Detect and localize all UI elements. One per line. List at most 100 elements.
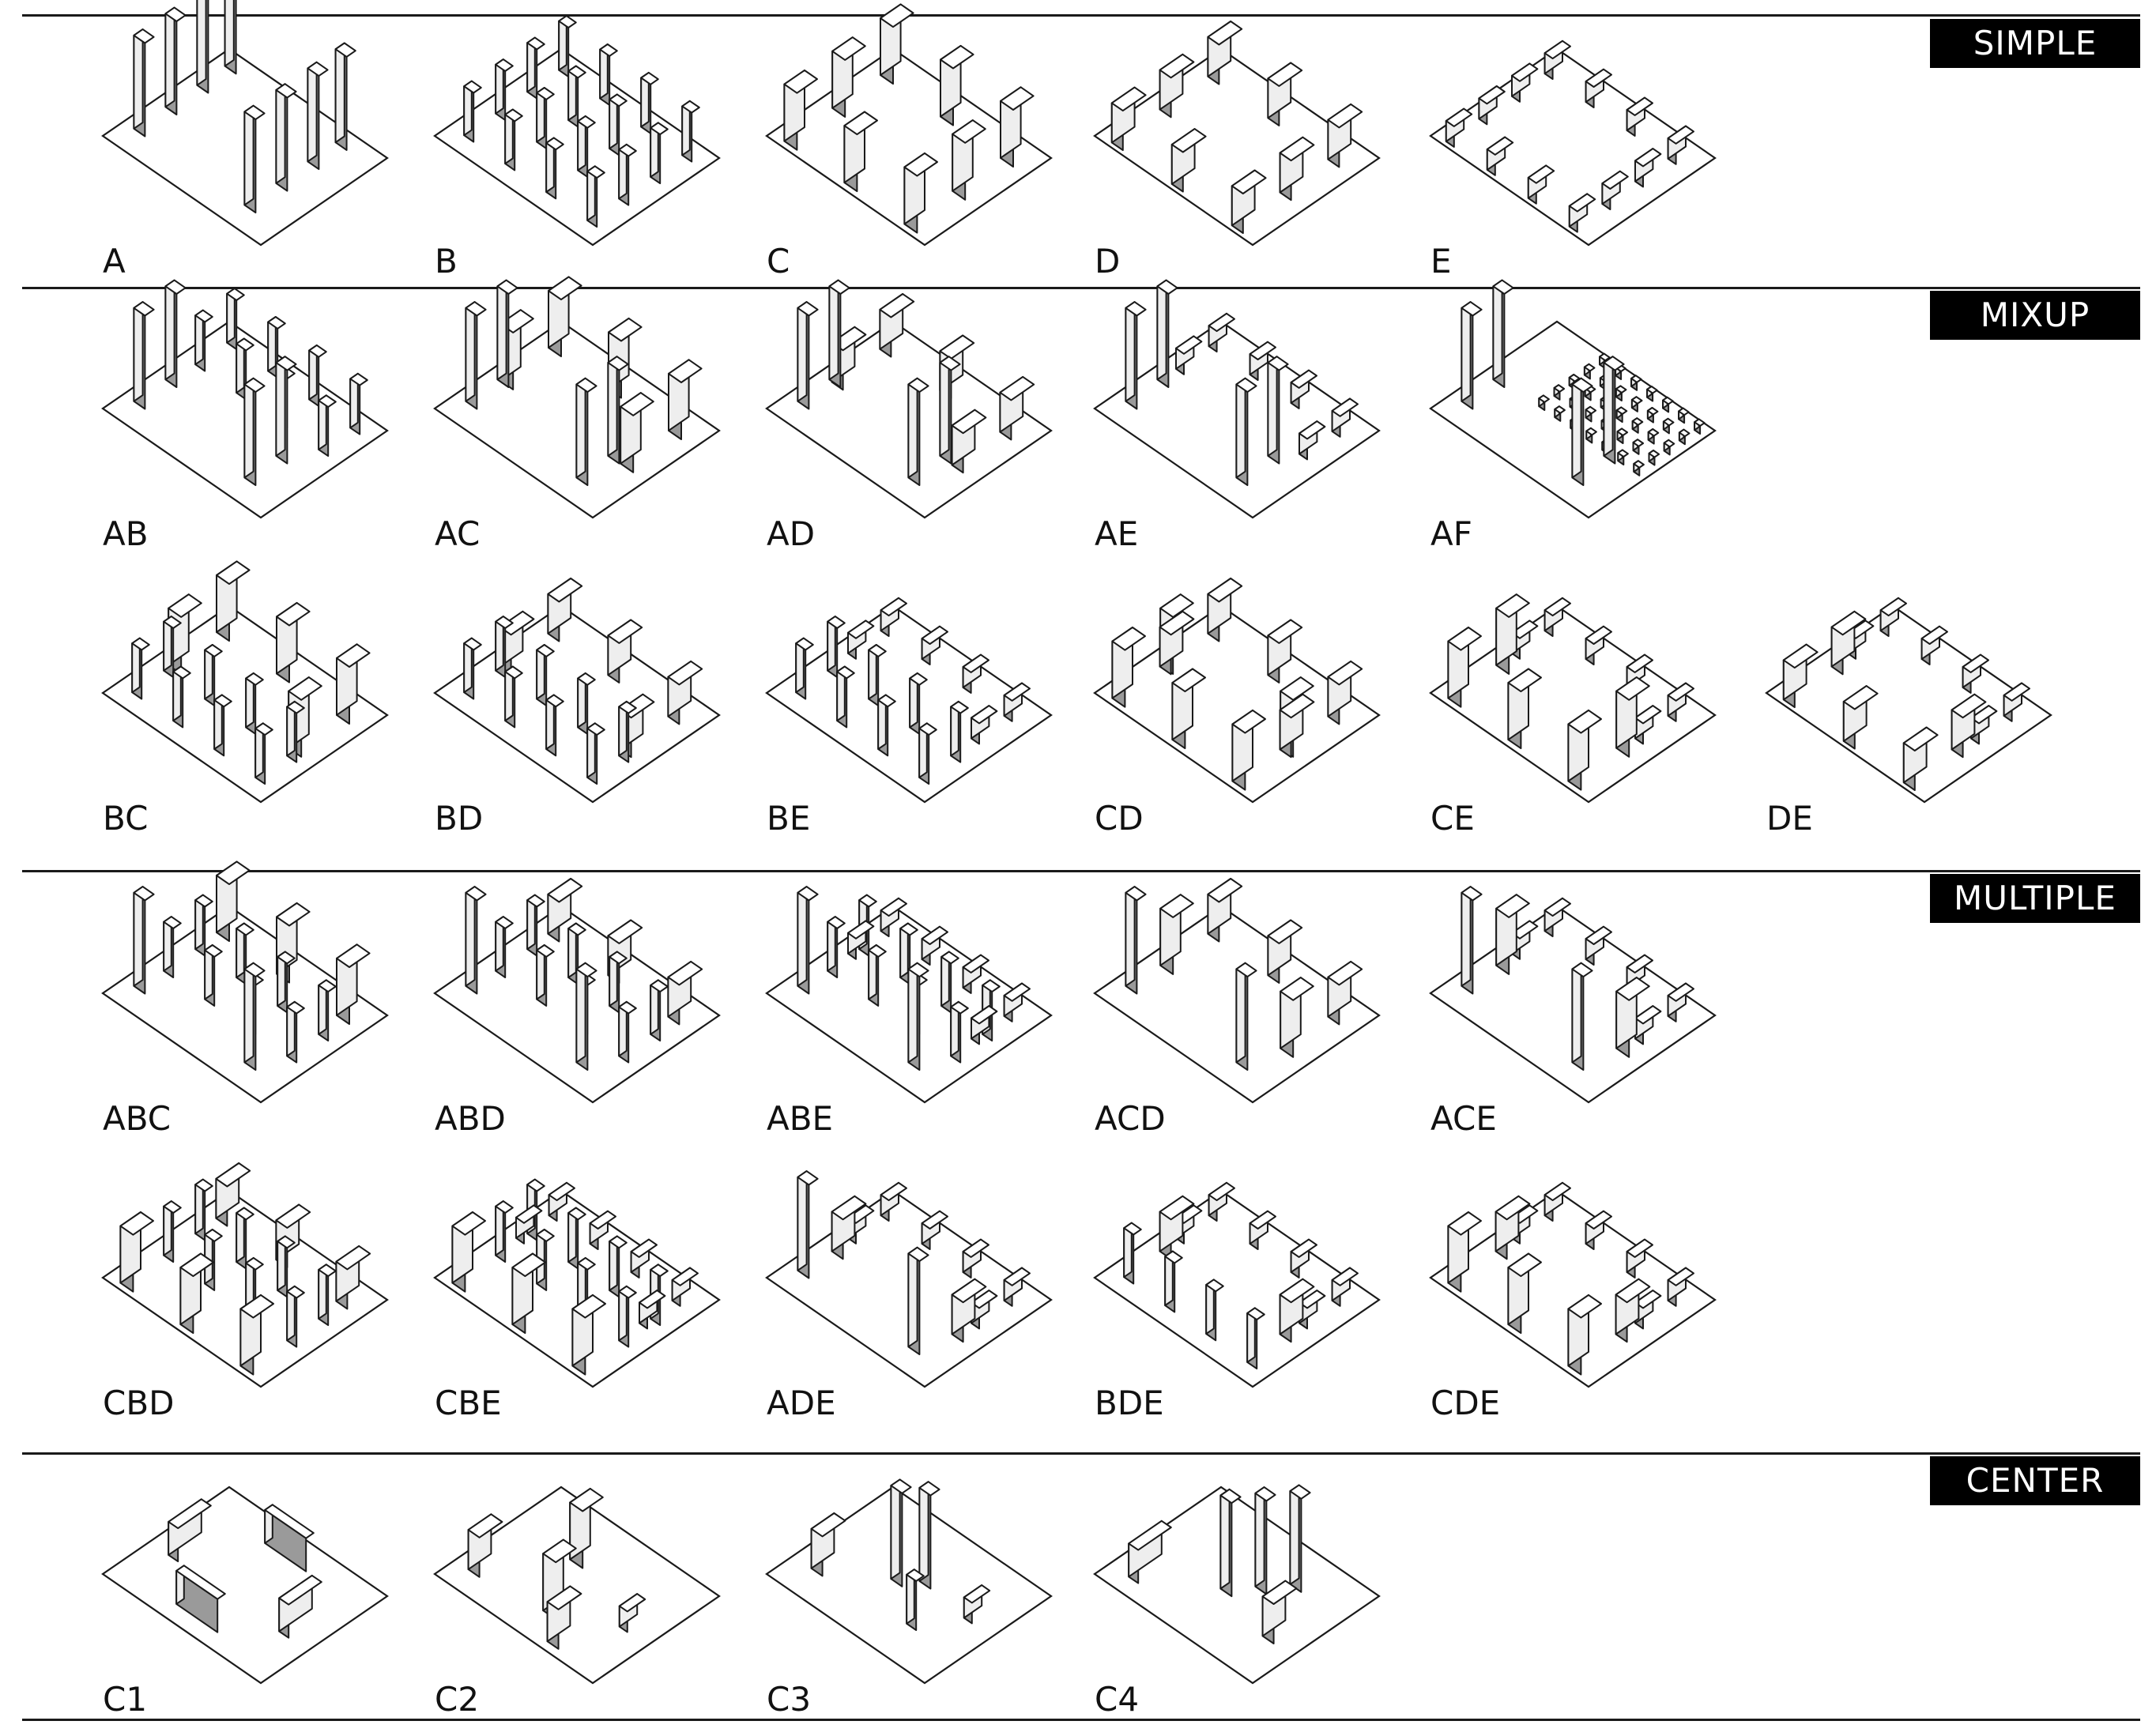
- building-face: [907, 1246, 929, 1263]
- building-face: [335, 1245, 371, 1271]
- building-face: [1461, 301, 1483, 317]
- typology-label: ABE: [767, 1099, 834, 1138]
- typology-diagram: ABC: [79, 860, 395, 1142]
- building-face: [243, 962, 254, 1064]
- typology-diagram: C4: [1071, 1462, 1387, 1723]
- building-face: [1585, 427, 1597, 436]
- ground-plot: [433, 1486, 721, 1685]
- building-face: [1615, 1278, 1651, 1304]
- building-face: [1544, 897, 1571, 917]
- typology-label: CD: [1095, 799, 1144, 838]
- building-face: [511, 1252, 546, 1278]
- building-face: [463, 80, 482, 94]
- typology-drawing: [1429, 886, 1717, 1104]
- building-face: [499, 610, 535, 636]
- building-face: [1571, 377, 1582, 479]
- building-face: [940, 44, 974, 70]
- typology-label: ABC: [103, 1099, 172, 1138]
- building-face: [1494, 1195, 1531, 1221]
- building-face: [971, 1005, 998, 1025]
- building-face: [168, 593, 202, 618]
- building-face: [586, 722, 605, 736]
- building-face: [831, 1195, 867, 1221]
- building-face: [1667, 982, 1694, 1002]
- building-face: [1626, 954, 1653, 973]
- building-face: [226, 288, 245, 301]
- building-face: [1289, 1484, 1311, 1500]
- building-face: [609, 93, 628, 107]
- building-face: [1511, 62, 1539, 82]
- building-face: [1205, 1278, 1224, 1293]
- building-face: [671, 1267, 699, 1286]
- building-face: [1662, 396, 1674, 405]
- building-face: [336, 943, 371, 968]
- building-face: [243, 377, 254, 479]
- building-face: [164, 279, 175, 381]
- building-face: [907, 377, 918, 479]
- typology-drawing: [765, 3, 1053, 247]
- typology-diagram: CDE: [1407, 1165, 1723, 1426]
- building-face: [216, 560, 251, 586]
- building-face: [1170, 128, 1207, 153]
- building-face: [243, 104, 266, 121]
- building-face: [275, 356, 286, 457]
- building-face: [1235, 962, 1257, 978]
- building-face: [1267, 619, 1303, 644]
- building-face: [639, 1290, 666, 1309]
- building-face: [286, 1285, 305, 1299]
- typology-diagram: A: [79, 0, 395, 284]
- section-rule: [22, 287, 2140, 289]
- building-face: [950, 1000, 969, 1015]
- building-face: [526, 36, 545, 51]
- building-face: [1583, 363, 1596, 372]
- building-face: [1970, 705, 1998, 725]
- building-face: [542, 1538, 577, 1564]
- building-face: [1267, 919, 1303, 944]
- building-face: [1492, 279, 1503, 381]
- building-face: [536, 944, 555, 958]
- building-face: [1626, 96, 1653, 116]
- building-face: [1648, 450, 1660, 458]
- building-face: [164, 279, 187, 295]
- building-face: [2003, 682, 2030, 702]
- typology-drawing: [1093, 878, 1381, 1104]
- building-face: [907, 962, 929, 978]
- building-face: [1842, 685, 1879, 710]
- building-face: [1495, 593, 1530, 618]
- building-face: [196, 0, 207, 86]
- building-face: [1461, 886, 1483, 902]
- building-face: [1445, 107, 1473, 127]
- building-face: [1219, 1488, 1231, 1590]
- building-face: [1553, 384, 1566, 393]
- building-face: [1633, 460, 1645, 469]
- building-face: [1003, 682, 1031, 702]
- building-face: [1159, 53, 1195, 79]
- building-face: [194, 894, 213, 908]
- building-face: [668, 359, 703, 383]
- typology-label: ACE: [1430, 1099, 1497, 1138]
- typology-drawing: [1093, 1181, 1381, 1388]
- building-face: [630, 1238, 658, 1258]
- building-face: [318, 1263, 337, 1278]
- building-face: [810, 1512, 846, 1538]
- building-face: [1571, 962, 1593, 978]
- building-face: [236, 337, 254, 352]
- building-face: [1249, 341, 1276, 360]
- building-face: [589, 1210, 616, 1230]
- building-face: [465, 301, 476, 402]
- building-face: [1694, 418, 1706, 427]
- building-face: [939, 356, 950, 457]
- building-face: [1289, 1484, 1300, 1586]
- building-face: [1544, 40, 1571, 60]
- building-face: [1125, 886, 1147, 902]
- building-face: [194, 1178, 213, 1192]
- building-face: [1246, 1307, 1265, 1321]
- typology-diagram: CBE: [411, 1165, 727, 1426]
- building-face: [133, 28, 155, 44]
- typology-drawing: [433, 276, 721, 519]
- building-face: [1208, 312, 1235, 333]
- typology-drawing: [433, 1486, 721, 1685]
- building-face: [609, 951, 628, 965]
- typology-drawing: [1429, 279, 1717, 519]
- typology-drawing: [765, 1170, 1053, 1388]
